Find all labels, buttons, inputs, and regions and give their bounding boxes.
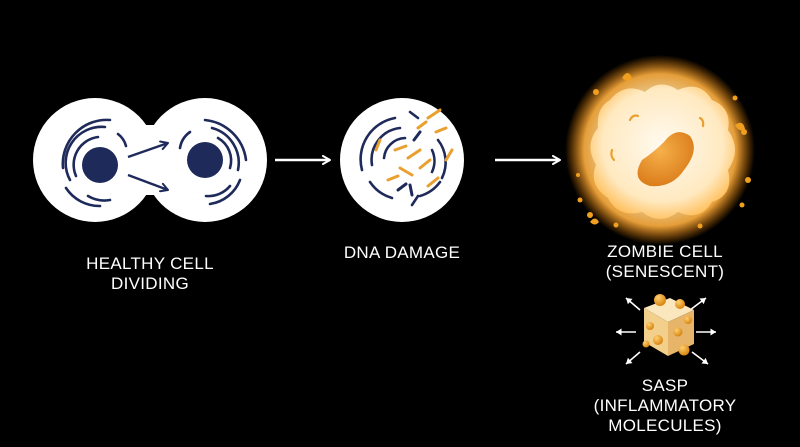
label-line: ZOMBIE CELL (607, 242, 723, 261)
label-line: (SENESCENT) (605, 262, 725, 281)
division-arrow-lower (127, 173, 169, 193)
zombie-cell-icon (565, 55, 755, 245)
label-line: HEALTHY CELL (86, 254, 214, 273)
label-healthy-cell: HEALTHY CELL DIVIDING (60, 254, 240, 294)
division-arrow-upper (127, 140, 169, 159)
nucleus-right (187, 142, 223, 178)
label-line: DIVIDING (111, 274, 189, 293)
dna-fragments (374, 108, 454, 188)
label-line: SASP (641, 376, 689, 395)
dna-strands-left (61, 118, 128, 208)
label-line: DNA DAMAGE (343, 243, 461, 262)
nucleus-left (82, 147, 118, 183)
dna-strands-right (178, 118, 248, 206)
zombie-debris (576, 73, 751, 229)
label-dna-damage: DNA DAMAGE (322, 243, 482, 263)
dividing-cell-icon (33, 98, 267, 222)
sasp-cube-icon (616, 294, 716, 365)
label-line: (INFLAMMATORY (593, 396, 737, 415)
sasp-molecules (642, 294, 692, 356)
label-sasp: SASP (INFLAMMATORY MOLECULES) (580, 376, 750, 436)
label-zombie-cell: ZOMBIE CELL (SENESCENT) (585, 242, 745, 282)
sasp-emission-arrows (616, 297, 716, 365)
zombie-nucleus (637, 132, 694, 187)
damaged-cell-icon (340, 98, 464, 222)
label-line: MOLECULES) (608, 416, 722, 435)
broken-dna-strands (359, 110, 447, 207)
